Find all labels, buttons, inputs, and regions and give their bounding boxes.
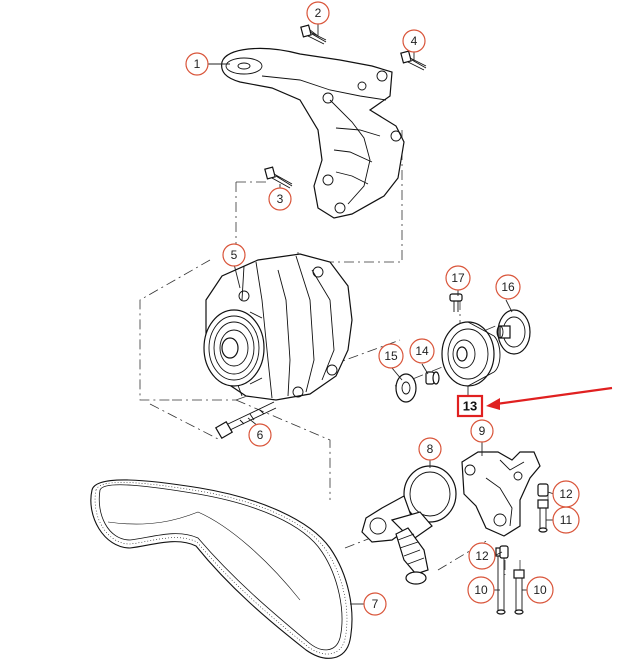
bolt-3 bbox=[264, 166, 293, 189]
callout-label: 10 bbox=[533, 583, 547, 597]
callout-6: 6 bbox=[248, 423, 272, 447]
bolt-6 bbox=[214, 401, 277, 440]
callout-label: 10 bbox=[474, 583, 488, 597]
callout-5: 5 bbox=[222, 243, 246, 267]
alternator bbox=[203, 253, 353, 401]
pin-12-upper bbox=[537, 483, 549, 497]
callout-label: 9 bbox=[479, 424, 486, 438]
callout-label: 2 bbox=[315, 6, 322, 20]
callout-label: 8 bbox=[427, 442, 434, 456]
callout-3: 3 bbox=[268, 187, 292, 211]
callout-label: 12 bbox=[559, 487, 573, 501]
red-arrow bbox=[486, 386, 613, 410]
mounting-bracket bbox=[221, 47, 405, 219]
idler-pulley bbox=[441, 321, 501, 387]
callout-14: 14 bbox=[409, 338, 435, 364]
highlight-label: 13 bbox=[463, 399, 477, 414]
leader-lines bbox=[208, 24, 555, 605]
callout-label: 15 bbox=[384, 349, 398, 363]
callout-11: 11 bbox=[552, 506, 580, 534]
callout-label: 5 bbox=[231, 248, 238, 262]
callout-10-right: 10 bbox=[526, 576, 554, 604]
callout-label: 12 bbox=[475, 549, 489, 563]
callout-1: 1 bbox=[185, 52, 209, 76]
callout-8: 8 bbox=[418, 437, 442, 461]
bolt-4 bbox=[400, 50, 427, 71]
highlight-callout-13: 13 bbox=[456, 394, 484, 418]
tensioner-damper bbox=[361, 465, 457, 585]
pulley-cap bbox=[496, 309, 531, 355]
washer-15 bbox=[395, 373, 417, 403]
bolt-2 bbox=[300, 24, 327, 45]
ribbed-belt bbox=[90, 479, 353, 659]
callout-label: 17 bbox=[451, 271, 465, 285]
callout-15: 15 bbox=[378, 343, 404, 369]
callout-label: 6 bbox=[257, 428, 264, 442]
tensioner-bracket bbox=[461, 451, 541, 537]
bolt-10-right bbox=[513, 569, 525, 615]
callout-label: 7 bbox=[372, 597, 379, 611]
callout-7: 7 bbox=[363, 592, 387, 616]
spacer-14 bbox=[425, 371, 440, 385]
callout-label: 1 bbox=[194, 57, 201, 71]
callout-16: 16 bbox=[495, 274, 521, 300]
callout-label: 4 bbox=[411, 34, 418, 48]
callout-label: 16 bbox=[501, 280, 515, 294]
callout-2: 2 bbox=[306, 1, 330, 25]
screw-17 bbox=[449, 293, 463, 312]
callout-9: 9 bbox=[470, 419, 494, 443]
callout-4: 4 bbox=[402, 29, 426, 53]
callout-label: 14 bbox=[415, 344, 429, 358]
callout-label: 3 bbox=[277, 192, 284, 206]
callout-12-lower: 12 bbox=[468, 542, 496, 570]
callout-17: 17 bbox=[445, 265, 471, 291]
callout-label: 11 bbox=[560, 513, 573, 527]
callout-12-upper: 12 bbox=[552, 480, 580, 508]
callout-10-left: 10 bbox=[467, 576, 495, 604]
pin-12-lower bbox=[499, 545, 509, 559]
bolt-11 bbox=[537, 499, 549, 533]
